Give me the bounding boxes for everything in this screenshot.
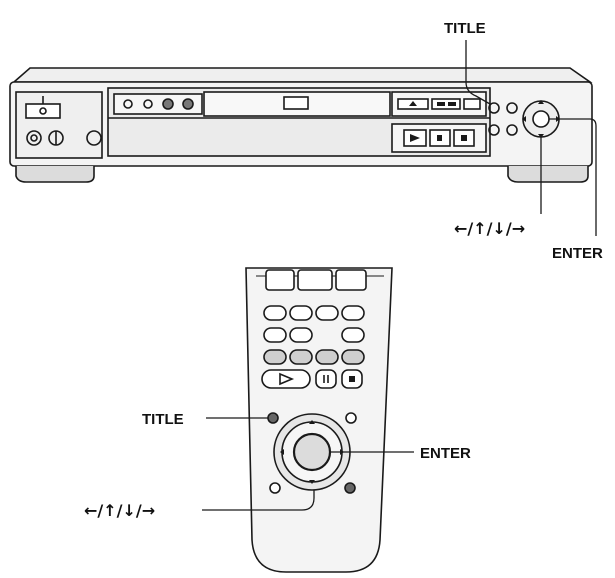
remote-top-button-2[interactable] xyxy=(297,269,333,291)
player-display-window xyxy=(283,96,309,110)
player-enter-button[interactable] xyxy=(532,110,550,128)
remote-oval-button-7[interactable] xyxy=(341,327,365,343)
player-power-button[interactable] xyxy=(25,103,61,119)
player-headphone-jack[interactable] xyxy=(26,130,42,146)
remote-top-button-1[interactable] xyxy=(265,269,295,291)
label-remote-enter: ENTER xyxy=(420,445,471,462)
label-player-title: TITLE xyxy=(444,20,486,37)
remote-oval-button-3[interactable] xyxy=(315,305,339,321)
remote-top-button-3[interactable] xyxy=(335,269,367,291)
player-leader-lines xyxy=(465,40,597,236)
player-arrow-up[interactable] xyxy=(538,100,544,104)
label-remote-arrows: ←/↑/↓/→ xyxy=(84,501,155,520)
remote-arrow-left[interactable] xyxy=(280,449,284,455)
leader-remote-arrows xyxy=(202,490,315,511)
player-small-button-2[interactable] xyxy=(143,99,153,109)
player-skip-fwd-button[interactable] xyxy=(463,98,481,110)
dvd-player xyxy=(9,67,593,183)
play-triangle-icon xyxy=(410,134,420,142)
remote-oval-button-4[interactable] xyxy=(341,305,365,321)
player-small-button-3[interactable] xyxy=(162,98,174,110)
remote-return-button[interactable] xyxy=(269,482,281,494)
player-return-button[interactable] xyxy=(488,124,500,136)
label-player-enter: ENTER xyxy=(552,245,603,262)
player-menu-button[interactable] xyxy=(506,102,518,114)
power-icon xyxy=(39,107,47,115)
eject-icon xyxy=(409,101,417,106)
player-display-button[interactable] xyxy=(506,124,518,136)
remote-oval-button-10[interactable] xyxy=(315,349,339,365)
remote-control xyxy=(245,267,393,573)
remote-oval-button-6[interactable] xyxy=(289,327,313,343)
remote-arrow-up[interactable] xyxy=(309,420,315,424)
remote-oval-button-5[interactable] xyxy=(263,327,287,343)
remote-oval-button-2[interactable] xyxy=(289,305,313,321)
player-arrow-down[interactable] xyxy=(538,134,544,138)
remote-oval-button-1[interactable] xyxy=(263,305,287,321)
label-player-arrows: ←/↑/↓/→ xyxy=(454,219,525,238)
leader-player-enter xyxy=(549,118,597,236)
player-button-strip xyxy=(113,93,203,115)
pause-icon xyxy=(437,135,442,141)
player-foot-left xyxy=(15,166,95,183)
player-small-button-1[interactable] xyxy=(123,99,133,109)
label-remote-title: TITLE xyxy=(142,411,184,428)
remote-title-button[interactable] xyxy=(267,412,279,424)
player-power-panel xyxy=(15,91,103,159)
remote-leader-lines xyxy=(202,417,414,511)
remote-oval-button-8[interactable] xyxy=(263,349,287,365)
player-foot-right xyxy=(507,166,589,183)
remote-oval-button-9[interactable] xyxy=(289,349,313,365)
remote-pause-button[interactable] xyxy=(315,369,337,389)
remote-menu-button[interactable] xyxy=(345,412,357,424)
player-remote-sensor xyxy=(86,130,102,146)
player-title-button[interactable] xyxy=(488,102,500,114)
stop-square-icon xyxy=(461,135,467,141)
remote-oval-button-11[interactable] xyxy=(341,349,365,365)
leader-player-title xyxy=(465,40,491,105)
player-top-lid xyxy=(11,67,593,83)
player-arrow-left[interactable] xyxy=(522,116,526,122)
remote-display-button[interactable] xyxy=(344,482,356,494)
play-triangle-icon xyxy=(279,372,295,386)
remote-enter-button[interactable] xyxy=(292,432,332,472)
remote-arrow-down[interactable] xyxy=(309,480,315,484)
player-small-button-4[interactable] xyxy=(182,98,194,110)
player-skip-button[interactable] xyxy=(431,98,461,110)
stop-square-icon xyxy=(349,376,355,382)
